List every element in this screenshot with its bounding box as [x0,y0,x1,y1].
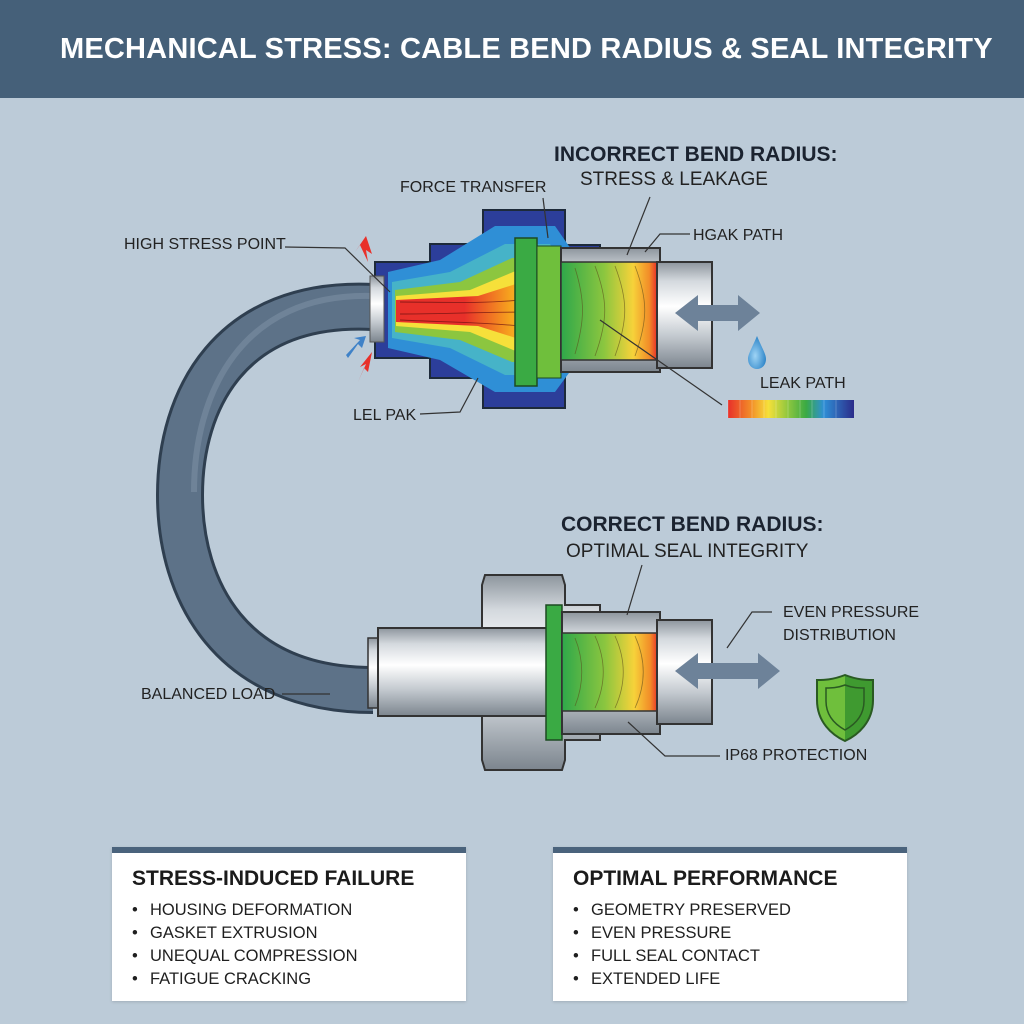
high-stress-point-label: HIGH STRESS POINT [124,236,286,253]
performance-panel-title: OPTIMAL PERFORMANCE [573,867,838,890]
top-connector [369,209,713,409]
balanced-load-label: BALANCED LOAD [141,686,275,703]
bottom-connector [367,574,713,771]
stress-arrows [346,236,372,382]
list-item: •GEOMETRY PRESERVED [573,901,791,919]
page-title: MECHANICAL STRESS: CABLE BEND RADIUS & S… [60,33,993,65]
double-arrow-icon [675,295,760,331]
double-arrow-icon [675,653,780,689]
distribution-label: DISTRIBUTION [783,627,896,644]
incorrect-bend-subtitle: STRESS & LEAKAGE [580,169,768,190]
list-item: •FULL SEAL CONTACT [573,947,761,965]
leak-path-label: LEAK PATH [760,375,846,392]
header-bar: MECHANICAL STRESS: CABLE BEND RADIUS & S… [0,0,1024,98]
even-pressure-label: EVEN PRESSURE [783,604,919,621]
failure-list: •HOUSING DEFORMATION •GASKET EXTRUSION •… [132,899,358,991]
failure-panel: STRESS-INDUCED FAILURE •HOUSING DEFORMAT… [112,847,466,1001]
ip68-protection-label: IP68 PROTECTION [725,747,867,764]
correct-bend-title: CORRECT BEND RADIUS: [561,513,824,536]
hgak-path-label: HGAK PATH [693,227,783,244]
list-item: •HOUSING DEFORMATION [132,901,353,919]
leader-lines-bottom [282,564,772,757]
lel-pak-label: LEL PAK [353,407,416,424]
shield-icon [816,673,874,743]
stress-spectrum-bar [728,400,854,418]
force-transfer-label: FORCE TRANSFER [400,179,546,196]
list-item: •FATIGUE CRACKING [132,970,312,988]
performance-panel: OPTIMAL PERFORMANCE •GEOMETRY PRESERVED … [553,847,907,1001]
list-item: •UNEQUAL COMPRESSION [132,947,358,965]
list-item: •EVEN PRESSURE [573,924,732,942]
incorrect-bend-title: INCORRECT BEND RADIUS: [554,143,838,166]
failure-panel-title: STRESS-INDUCED FAILURE [132,867,415,890]
list-item: •GASKET EXTRUSION [132,924,318,942]
correct-bend-subtitle: OPTIMAL SEAL INTEGRITY [566,541,809,562]
list-item: •EXTENDED LIFE [573,970,721,988]
water-drop-icon [748,336,766,369]
performance-list: •GEOMETRY PRESERVED •EVEN PRESSURE •FULL… [573,899,791,991]
leader-lines-top [284,196,723,415]
